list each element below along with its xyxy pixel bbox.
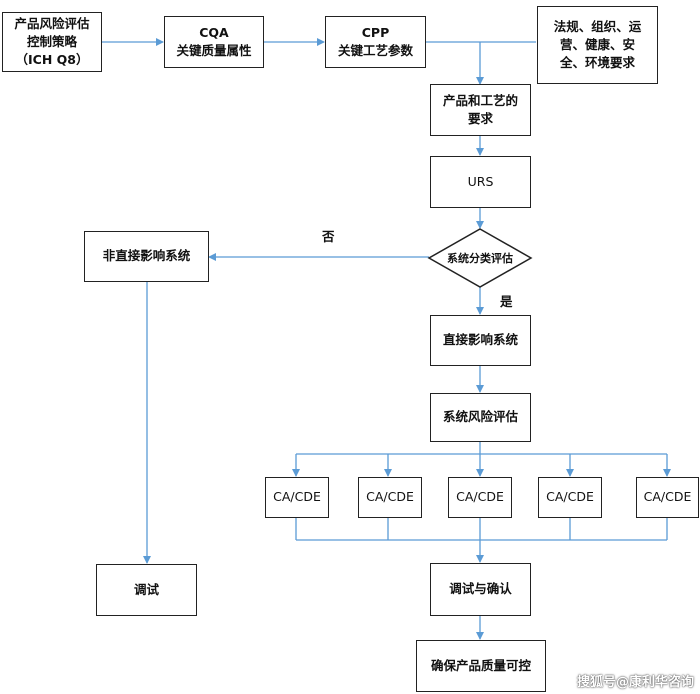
node-regulations: 法规、组织、运 营、健康、安 全、环境要求 — [537, 6, 658, 84]
node-quality-control: 确保产品质量可控 — [416, 640, 546, 692]
node-cpp: CPP 关键工艺参数 — [325, 16, 426, 68]
node-debug-confirm: 调试与确认 — [430, 563, 531, 616]
node-debug: 调试 — [96, 564, 197, 616]
node-ca-cde-5: CA/CDE — [636, 477, 699, 518]
node-system-risk: 系统风险评估 — [430, 393, 531, 442]
edge-label-no: 否 — [322, 229, 335, 244]
node-urs: URS — [430, 156, 531, 208]
node-classification-label: 系统分类评估 — [447, 252, 513, 265]
node-direct: 直接影响系统 — [430, 315, 531, 366]
node-product-process: 产品和工艺的 要求 — [430, 84, 531, 136]
node-ca-cde-2: CA/CDE — [358, 477, 422, 518]
watermark-text: 搜狐号@康利华咨询 — [576, 675, 694, 690]
node-ca-cde-1: CA/CDE — [265, 477, 329, 518]
node-ca-cde-4: CA/CDE — [538, 477, 602, 518]
node-cqa: CQA 关键质量属性 — [164, 16, 264, 68]
node-ca-cde-3: CA/CDE — [448, 477, 512, 518]
node-indirect: 非直接影响系统 — [84, 231, 209, 282]
decision-diamond — [427, 228, 533, 288]
node-risk-strategy: 产品风险评估 控制策略 （ICH Q8） — [2, 12, 102, 72]
edge-label-yes: 是 — [500, 294, 513, 309]
